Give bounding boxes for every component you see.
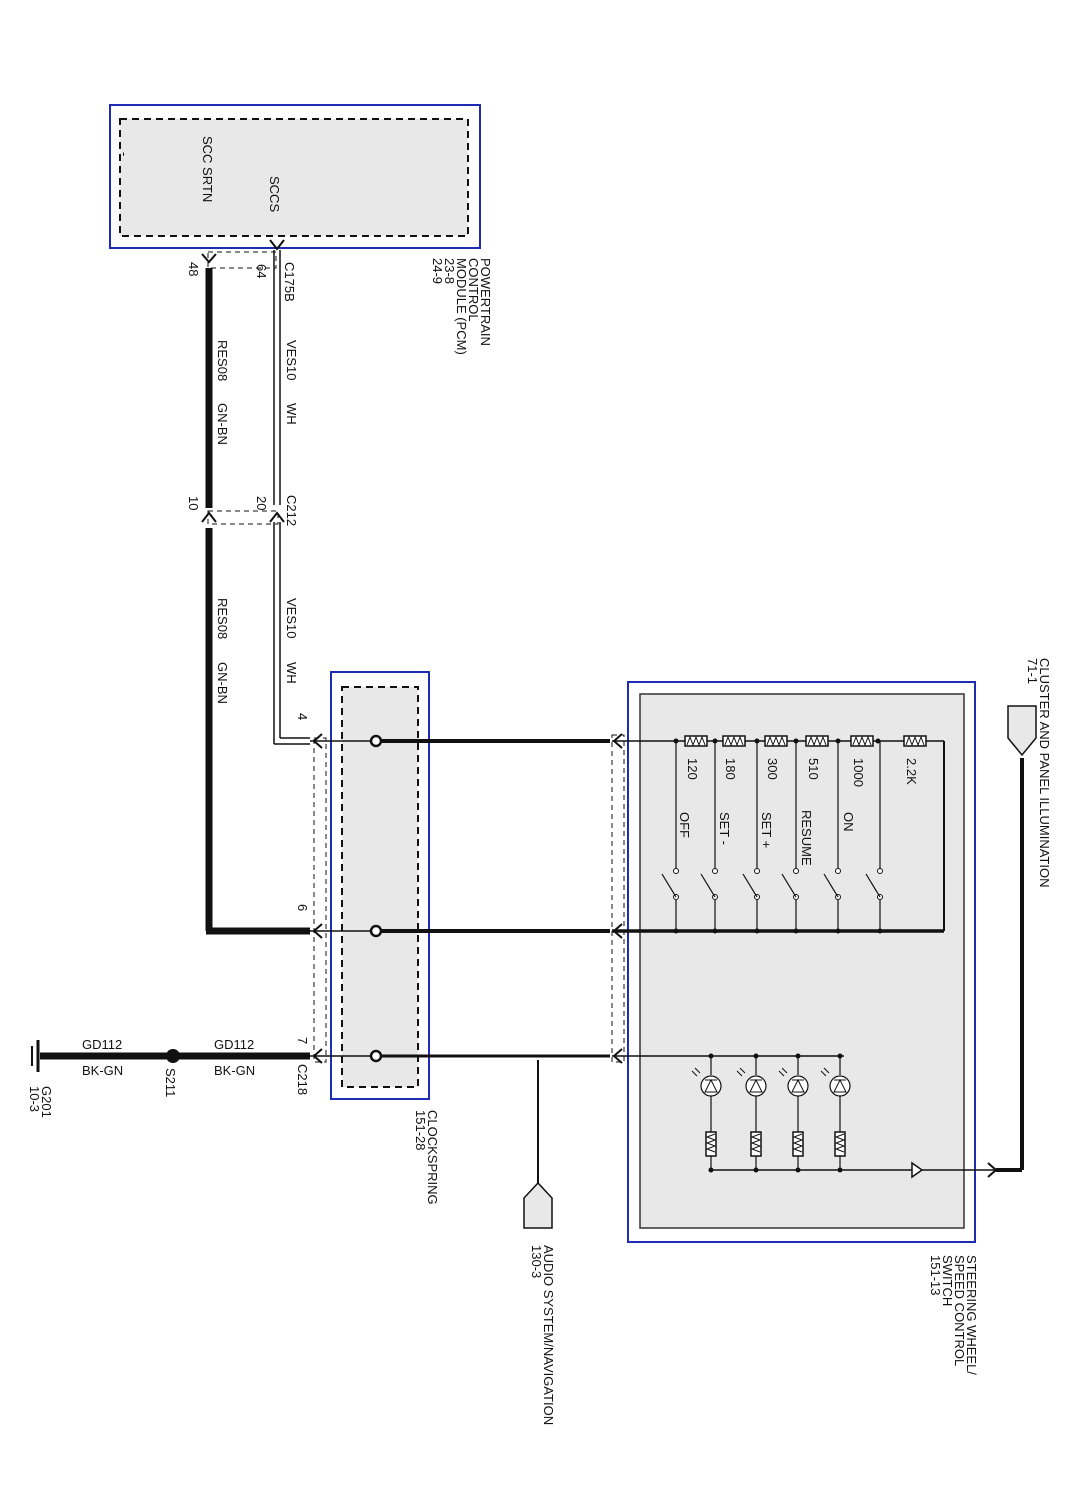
- c175b-label: C175B: [282, 262, 297, 302]
- pcm-label: POWERTRAIN CONTROL MODULE (PCM) 23-8 24-…: [430, 258, 493, 355]
- wire-lower-res08-color: GN-BN: [215, 662, 230, 704]
- resistor-1: 120: [684, 735, 708, 780]
- ground-g201: G201 10-3: [27, 1086, 54, 1118]
- c212-pin-10: 10: [186, 496, 201, 510]
- clockspring-pin-7: 7: [295, 1037, 310, 1044]
- resistor-value-4: 510: [806, 758, 821, 780]
- clockspring-pin-6: 6: [295, 904, 310, 911]
- switch-label-line-2: SPEED CONTROL: [952, 1255, 967, 1366]
- illumination-feed: [710, 705, 1037, 1179]
- c212-label: C212: [284, 495, 299, 526]
- wires-clockspring-to-switch: [382, 739, 610, 1058]
- clockspring-label: CLOCKSPRING 151-28: [413, 1110, 440, 1205]
- switch-label-line-4: 151-13: [928, 1255, 943, 1295]
- pcm-marker: -: [117, 152, 132, 156]
- switch-position-5: ON: [841, 812, 856, 832]
- splice-label: S211: [163, 1068, 178, 1097]
- clockspring-pin-4: 4: [295, 713, 310, 720]
- resistor-ladder: 120 180 300 510 1000 2.2K: [673, 735, 927, 787]
- wire-lower-res08-circuit: RES08: [215, 598, 230, 639]
- switch-contact-6: [865, 741, 883, 934]
- resistor-5: 1000: [850, 735, 874, 787]
- cluster-label-line-1: CLUSTER AND PANEL ILLUMINATION: [1037, 658, 1052, 887]
- switch-contact-4: [781, 741, 799, 934]
- pcm-label-line-1: POWERTRAIN: [478, 258, 493, 346]
- switch-position-2: SET -: [717, 812, 732, 845]
- resistor-value-3: 300: [765, 758, 780, 780]
- switch-contact-2: [700, 741, 718, 934]
- wire-lower-res08: RES08 GN-BN: [205, 528, 310, 935]
- cluster-label: CLUSTER AND PANEL ILLUMINATION 71-1: [1025, 658, 1052, 887]
- wire-lower-ves10: VES10 WH: [273, 522, 310, 745]
- c212-pin-20: 20: [254, 496, 269, 510]
- steering-wheel-switch: [611, 681, 976, 1243]
- pcm-module: SCC SRTN SCCS -: [109, 104, 481, 249]
- wire-upper-ves10: VES10 WH: [273, 250, 299, 505]
- switch-contacts: OFF SET - SET + RESUME ON: [661, 741, 883, 934]
- switch-contact-1: [661, 741, 679, 934]
- wire-upper-ves10-color: WH: [284, 403, 299, 425]
- ladder-node-6: [875, 738, 881, 744]
- resistor-6: 2.2K: [903, 735, 927, 785]
- audio-label-line-2: 130-3: [529, 1245, 544, 1278]
- wire-upper-res08-circuit: RES08: [215, 340, 230, 381]
- wire-upper-res08: RES08 GN-BN: [205, 268, 230, 508]
- pcm-label-line-2: CONTROL: [466, 258, 481, 322]
- clockspring-label-line-2: 151-28: [413, 1110, 428, 1150]
- audio-label-line-1: AUDIO SYSTEM/NAVIGATION: [541, 1245, 556, 1425]
- resistor-value-2: 180: [723, 758, 738, 780]
- wire-gnd-a-circuit: GD112: [82, 1037, 122, 1052]
- audio-branch: [523, 1060, 553, 1229]
- resistor-value-1: 120: [685, 758, 700, 780]
- c218-label: C218: [295, 1064, 310, 1095]
- switch-position-1: OFF: [677, 812, 692, 838]
- connector-c175b: C175B 64 48: [186, 239, 297, 302]
- pcm-pin-srtn: SCC SRTN: [200, 136, 215, 202]
- wire-lower-ves10-color: WH: [284, 662, 299, 684]
- connector-c212: C212 20 10: [186, 495, 299, 526]
- switch-position-3: SET +: [759, 812, 774, 848]
- switch-label-line-1: STEERING WHEEL/: [964, 1255, 979, 1375]
- pcm-label-line-4: 23-8: [442, 258, 457, 284]
- pcm-label-line-5: 24-9: [430, 258, 445, 284]
- resistor-3: 300: [764, 735, 788, 780]
- switch-label: STEERING WHEEL/ SPEED CONTROL SWITCH 151…: [928, 1255, 979, 1375]
- wire-gnd-b-color: BK-GN: [214, 1063, 255, 1078]
- clockspring: 4 6 7 C218: [295, 671, 430, 1100]
- ground-label-line-1: G201: [39, 1086, 54, 1118]
- pcm-pin-sccs: SCCS: [267, 176, 282, 212]
- wire-upper-ves10-circuit: VES10: [284, 340, 299, 380]
- c175b-pin-48: 48: [186, 262, 201, 276]
- c175b-pin-64: 64: [254, 264, 269, 278]
- lamp-circuit-4: [820, 1053, 851, 1173]
- wire-lower-ves10-circuit: VES10: [284, 598, 299, 638]
- lamp-circuit-2: [736, 1053, 767, 1173]
- wire-gnd-b-circuit: GD112: [214, 1037, 254, 1052]
- pcm-label-line-3: MODULE (PCM): [454, 258, 469, 355]
- switch-contact-3: [742, 741, 760, 934]
- wire-upper-res08-color: GN-BN: [215, 403, 230, 445]
- resistor-4: 510: [805, 735, 829, 780]
- ground-label-line-2: 10-3: [27, 1086, 42, 1112]
- lamp-circuit-1: [691, 1053, 722, 1173]
- switch-label-line-3: SWITCH: [940, 1255, 955, 1306]
- splice-s211: S211: [163, 1049, 180, 1097]
- resistor-value-5: 1000: [851, 758, 866, 787]
- clockspring-label-line-1: CLOCKSPRING: [425, 1110, 440, 1205]
- lamp-circuit-3: [778, 1053, 809, 1173]
- lamp-circuits: [691, 1053, 851, 1173]
- resistor-2: 180: [722, 735, 746, 780]
- cluster-label-line-2: 71-1: [1025, 658, 1040, 684]
- audio-label: AUDIO SYSTEM/NAVIGATION 130-3: [529, 1245, 556, 1425]
- wire-gnd-a-color: BK-GN: [82, 1063, 123, 1078]
- switch-contact-5: [823, 741, 841, 934]
- switch-position-4: RESUME: [799, 810, 814, 866]
- resistor-value-6: 2.2K: [904, 758, 919, 785]
